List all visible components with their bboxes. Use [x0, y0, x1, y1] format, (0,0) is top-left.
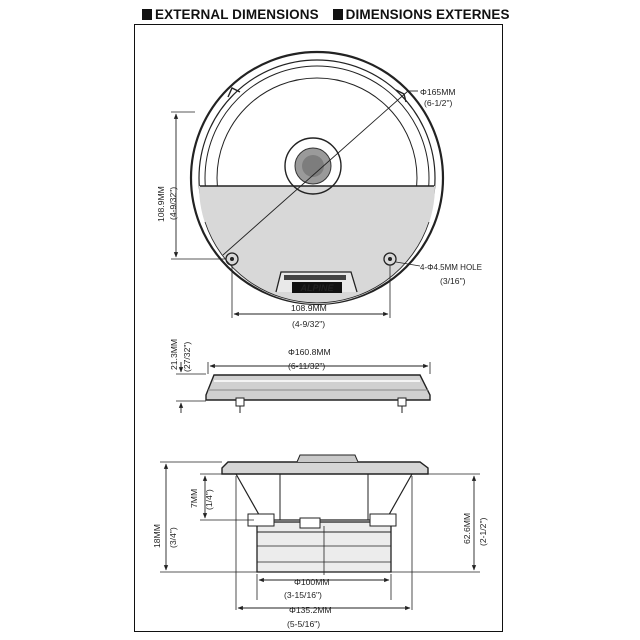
side-cutout-mm: Φ135.2MM: [289, 605, 332, 615]
side-depth-total-mm: 62.6MM: [462, 513, 472, 544]
side-depth-b-in: (3/4"): [168, 527, 178, 548]
header-title-en: EXTERNAL DIMENSIONS: [155, 6, 319, 22]
front-height-in: (4-9/32"): [168, 187, 178, 220]
side-view-labels: 7MM (1/4") 18MM (3/4") 62.6MM (2-1/2") Φ…: [152, 489, 488, 629]
bullet-square-icon: [142, 8, 152, 20]
top-view: [176, 362, 431, 413]
front-diameter-in: (6-1/2"): [424, 98, 453, 108]
front-view: [171, 50, 445, 318]
side-depth-total-in: (2-1/2"): [478, 517, 488, 546]
front-height-mm: 108.9MM: [156, 186, 166, 222]
side-view-flange: [221, 461, 429, 475]
front-width-in: (4-9/32"): [292, 319, 325, 329]
side-depth-a-mm: 7MM: [189, 489, 199, 508]
side-magnet-in: (3-15/16"): [284, 590, 322, 600]
top-thickness-mm: 21.3MM: [169, 339, 179, 370]
front-view-labels: Φ165MM (6-1/2") 108.9MM (4-9/32") 108.9M…: [156, 87, 482, 329]
top-view-body: [205, 374, 431, 401]
top-diameter-in: (6-11/32"): [288, 361, 325, 371]
side-view-basket: [235, 473, 413, 521]
drawing-frame: [134, 24, 503, 632]
side-depth-b-mm: 18MM: [152, 524, 162, 548]
holes-in: (3/16"): [440, 276, 466, 286]
side-magnet-mm: Φ100MM: [294, 577, 330, 587]
grille-lower-band: [199, 186, 435, 304]
header-item-fr: DIMENSIONS EXTERNES: [332, 6, 510, 22]
brand-logo: ALPINE: [292, 282, 342, 293]
front-width-mm: 108.9MM: [291, 303, 327, 313]
brand-logo-text: ALPINE: [299, 283, 334, 293]
tweeter-outer: [284, 137, 342, 195]
top-view-labels: 21.3MM (27/32") Φ160.8MM (6-11/32"): [169, 339, 331, 372]
header-item-en: EXTERNAL DIMENSIONS: [142, 7, 319, 22]
holes-mm: 4-Φ4.5MM HOLE: [420, 263, 482, 272]
bullet-square-icon: [332, 8, 343, 20]
page-header: EXTERNAL DIMENSIONS DIMENSIONS EXTERNES: [142, 5, 510, 23]
side-depth-a-in: (1/4"): [204, 489, 214, 510]
top-thickness-in: (27/32"): [182, 342, 192, 372]
header-title-fr: DIMENSIONS EXTERNES: [345, 6, 510, 22]
top-diameter-mm: Φ160.8MM: [288, 347, 331, 357]
front-diameter-mm: Φ165MM: [420, 87, 456, 97]
side-cutout-in: (5-5/16"): [287, 619, 320, 629]
side-view: [160, 454, 480, 611]
